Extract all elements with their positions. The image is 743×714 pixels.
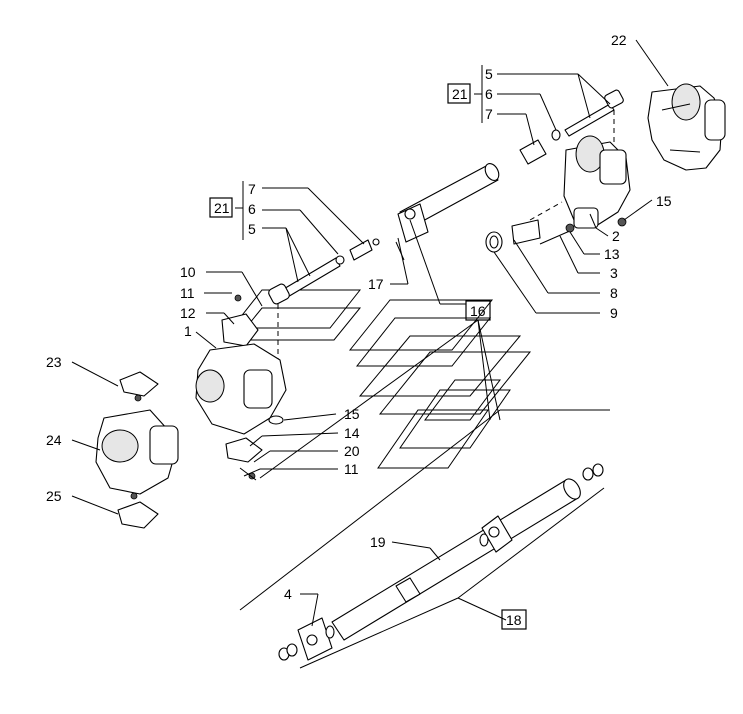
tie-rod-left: [268, 238, 405, 380]
callout-16: 16: [470, 303, 486, 319]
callout-6-top: 6: [485, 86, 493, 102]
callout-11-top: 11: [180, 285, 195, 301]
knuckle-assembly-alt: [95, 371, 179, 529]
callout-2: 2: [612, 228, 620, 244]
knuckle-assembly-right: [485, 135, 631, 253]
callout-25: 25: [46, 488, 62, 504]
callout-20: 20: [344, 443, 360, 459]
upper-drive-shaft: [397, 89, 624, 243]
callout-box-16: [465, 300, 491, 321]
callout-17: 17: [368, 276, 384, 292]
callout-24: 24: [46, 432, 62, 448]
callout-21-left: 21: [214, 200, 230, 216]
callout-9: 9: [610, 305, 618, 321]
callout-6-left: 6: [248, 201, 256, 217]
boxed-callouts: [209, 83, 527, 630]
callout-labels: 22 21 5 6 7 21 7 6 5 15 2 13 3 8 9 16 17…: [46, 32, 672, 628]
lower-drive-shaft: [278, 463, 604, 661]
callout-22: 22: [611, 32, 627, 48]
callout-5-left: 5: [248, 221, 256, 237]
callout-15-bottom: 15: [344, 406, 360, 422]
callout-14: 14: [344, 425, 360, 441]
callout-18: 18: [506, 612, 522, 628]
callout-21-top: 21: [452, 86, 468, 102]
callout-3: 3: [610, 265, 618, 281]
callout-13: 13: [604, 246, 620, 262]
callout-15-top: 15: [656, 193, 672, 209]
callout-11-bottom: 11: [344, 461, 359, 477]
callout-7-top: 7: [485, 106, 493, 122]
callout-5-top: 5: [485, 66, 493, 82]
knuckle-assembly-left: [195, 294, 287, 481]
callout-10: 10: [180, 264, 196, 280]
callout-8: 8: [610, 285, 618, 301]
leader-lines: [71, 39, 669, 669]
background-plates: [230, 289, 610, 611]
callout-7-left: 7: [248, 181, 256, 197]
callout-12: 12: [180, 305, 196, 321]
callout-box-21-left: [209, 197, 233, 218]
callout-box-18: [501, 609, 527, 630]
steering-housing-22: [647, 83, 726, 171]
callout-23: 23: [46, 354, 62, 370]
callout-19: 19: [370, 534, 386, 550]
callout-box-21-top: [447, 83, 471, 104]
callout-4: 4: [284, 586, 292, 602]
callout-1: 1: [184, 323, 192, 339]
